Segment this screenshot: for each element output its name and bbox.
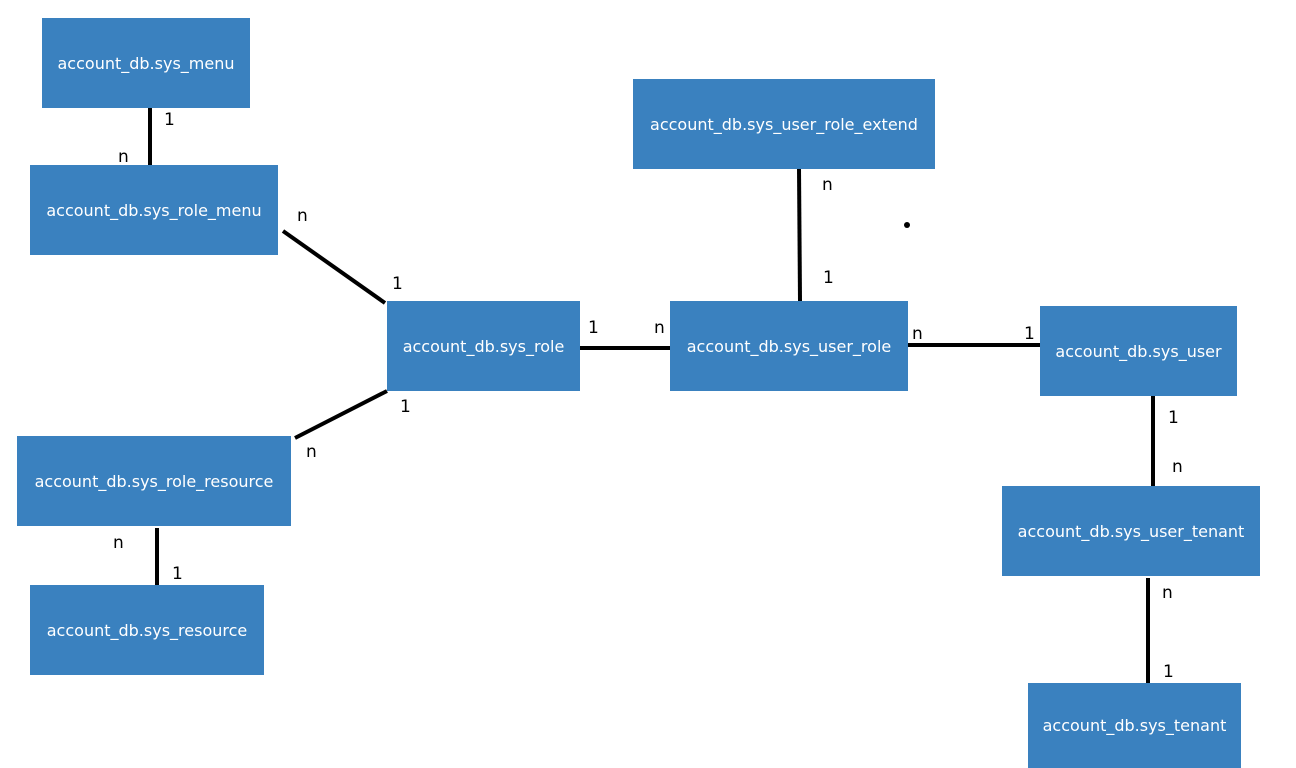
link-role-menu-role bbox=[281, 229, 387, 305]
entity-sys-menu: account_db.sys_menu bbox=[42, 18, 250, 108]
cardinality-role-resource-n2: n bbox=[113, 533, 124, 553]
cardinality-extend-n: n bbox=[822, 175, 833, 195]
entity-sys-tenant: account_db.sys_tenant bbox=[1028, 683, 1241, 768]
cardinality-role-1-bottom: 1 bbox=[400, 397, 411, 417]
entity-label: account_db.sys_role_resource bbox=[34, 471, 274, 491]
entity-sys-role: account_db.sys_role bbox=[387, 301, 580, 391]
link-extend-user-role bbox=[797, 167, 802, 302]
cardinality-role-1-right: 1 bbox=[588, 318, 599, 338]
cardinality-user-role-1-top: 1 bbox=[823, 268, 834, 288]
entity-sys-user: account_db.sys_user bbox=[1040, 306, 1237, 396]
entity-sys-user-role: account_db.sys_user_role bbox=[670, 301, 908, 391]
stray-dot bbox=[904, 222, 910, 228]
link-role-role-resource bbox=[294, 389, 388, 440]
entity-label: account_db.sys_menu bbox=[57, 53, 235, 73]
cardinality-resource-1: 1 bbox=[172, 564, 183, 584]
entity-sys-role-resource: account_db.sys_role_resource bbox=[17, 436, 291, 526]
entity-sys-user-tenant: account_db.sys_user_tenant bbox=[1002, 486, 1260, 576]
cardinality-role-menu-n: n bbox=[118, 147, 129, 167]
cardinality-user-role-n-left: n bbox=[654, 318, 665, 338]
entity-label: account_db.sys_user_role bbox=[686, 336, 892, 356]
entity-label: account_db.sys_user_role_extend bbox=[650, 114, 918, 134]
cardinality-menu-1: 1 bbox=[164, 110, 175, 130]
entity-label: account_db.sys_role_menu bbox=[46, 200, 262, 220]
entity-label: account_db.sys_user bbox=[1055, 341, 1222, 361]
cardinality-tenant-1: 1 bbox=[1163, 662, 1174, 682]
cardinality-role-resource-n: n bbox=[306, 442, 317, 462]
cardinality-user-1-left: 1 bbox=[1024, 324, 1035, 344]
entity-label: account_db.sys_user_tenant bbox=[1017, 521, 1245, 541]
entity-sys-user-role-extend: account_db.sys_user_role_extend bbox=[633, 79, 935, 169]
entity-sys-resource: account_db.sys_resource bbox=[30, 585, 264, 675]
cardinality-role-menu-n2: n bbox=[297, 206, 308, 226]
entity-label: account_db.sys_role bbox=[402, 336, 565, 356]
cardinality-user-tenant-n-top: n bbox=[1172, 457, 1183, 477]
entity-sys-role-menu: account_db.sys_role_menu bbox=[30, 165, 278, 255]
cardinality-user-tenant-n-bottom: n bbox=[1162, 583, 1173, 603]
cardinality-user-role-n-right: n bbox=[912, 324, 923, 344]
entity-label: account_db.sys_resource bbox=[46, 620, 248, 640]
cardinality-role-1-top: 1 bbox=[392, 274, 403, 294]
entity-label: account_db.sys_tenant bbox=[1042, 716, 1227, 735]
cardinality-user-1-bottom: 1 bbox=[1168, 408, 1179, 428]
